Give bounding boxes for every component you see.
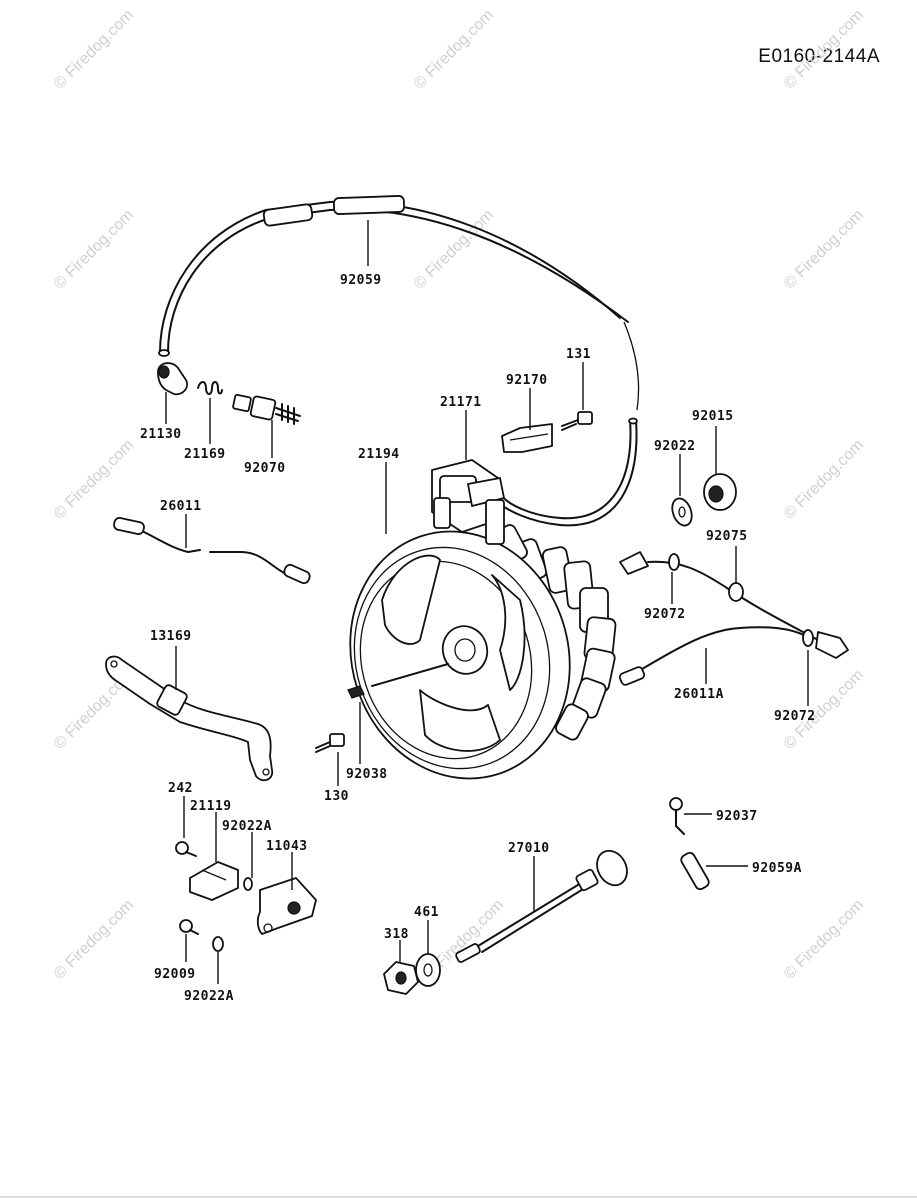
- part-label: 318: [384, 927, 409, 942]
- watermark: © Firedog.com: [781, 436, 867, 522]
- spark-plug-92070: [232, 393, 301, 425]
- bracket-92170: [501, 423, 553, 453]
- part-label: 92075: [706, 529, 748, 544]
- clamp-92037: [669, 797, 685, 835]
- switch-21119: [189, 861, 239, 901]
- ignition-coil-21171: [431, 459, 505, 545]
- part-label: 26011A: [674, 687, 724, 702]
- part-label: 21194: [358, 447, 400, 462]
- wire-harness-26011A: [618, 551, 849, 686]
- watermark: © Firedog.com: [781, 6, 867, 92]
- part-label: 92059A: [752, 861, 802, 876]
- leader-lines: [165, 220, 809, 984]
- washer-92022A-upper: [243, 877, 253, 891]
- cable-92059: [158, 195, 640, 527]
- part-label: 13169: [150, 629, 192, 644]
- nut-92015: [703, 473, 737, 511]
- bolt-130: [315, 733, 345, 753]
- part-label: 92022: [654, 439, 696, 454]
- cable-27010: [455, 849, 628, 963]
- screw-92009: [179, 919, 199, 935]
- watermark: © Firedog.com: [51, 6, 137, 92]
- part-label: 21171: [440, 395, 482, 410]
- part-label: 26011: [160, 499, 202, 514]
- part-label: 92022A: [222, 819, 272, 834]
- part-label: 92009: [154, 967, 196, 982]
- part-label: 92037: [716, 809, 758, 824]
- watermark: © Firedog.com: [51, 896, 137, 982]
- washer-461: [415, 953, 441, 987]
- flywheel-21194: [349, 524, 617, 780]
- washer-92022: [671, 497, 693, 527]
- watermark: © Firedog.com: [51, 436, 137, 522]
- ground-lead-13169: [105, 655, 274, 782]
- plug-cap-21130: [157, 362, 188, 396]
- tube-92059A: [680, 851, 710, 891]
- washer-92022A-lower: [212, 936, 224, 952]
- watermark: © Firedog.com: [781, 206, 867, 292]
- watermark: © Firedog.com: [781, 896, 867, 982]
- diagram-code: E0160-2144A: [758, 46, 880, 67]
- page-bottom-rule: [0, 1196, 917, 1198]
- part-label: 92072: [774, 709, 816, 724]
- spring-21169: [197, 381, 223, 395]
- bolt-131: [561, 411, 593, 431]
- watermark: © Firedog.com: [411, 6, 497, 92]
- bracket-11043: [256, 877, 317, 935]
- part-label: 92022A: [184, 989, 234, 1004]
- watermark: © Firedog.com: [51, 206, 137, 292]
- screw-242: [175, 841, 197, 857]
- part-label: 21130: [140, 427, 182, 442]
- part-label: 92059: [340, 273, 382, 288]
- part-label: 92072: [644, 607, 686, 622]
- part-label: 92038: [346, 767, 388, 782]
- part-label: 461: [414, 905, 439, 920]
- part-label: 131: [566, 347, 591, 362]
- part-labels: 92059 131 92170 21171 92015 92022 21130 …: [140, 273, 816, 1004]
- part-label: 242: [168, 781, 193, 796]
- nut-318: [383, 961, 419, 995]
- part-label: 130: [324, 789, 349, 804]
- part-label: 21119: [190, 799, 232, 814]
- part-label: 92170: [506, 373, 548, 388]
- part-label: 92015: [692, 409, 734, 424]
- part-label: 11043: [266, 839, 308, 854]
- part-label: 27010: [508, 841, 550, 856]
- key-92038: [347, 685, 365, 699]
- lead-wire-26011: [113, 517, 311, 585]
- part-label: 92070: [244, 461, 286, 476]
- part-label: 21169: [184, 447, 226, 462]
